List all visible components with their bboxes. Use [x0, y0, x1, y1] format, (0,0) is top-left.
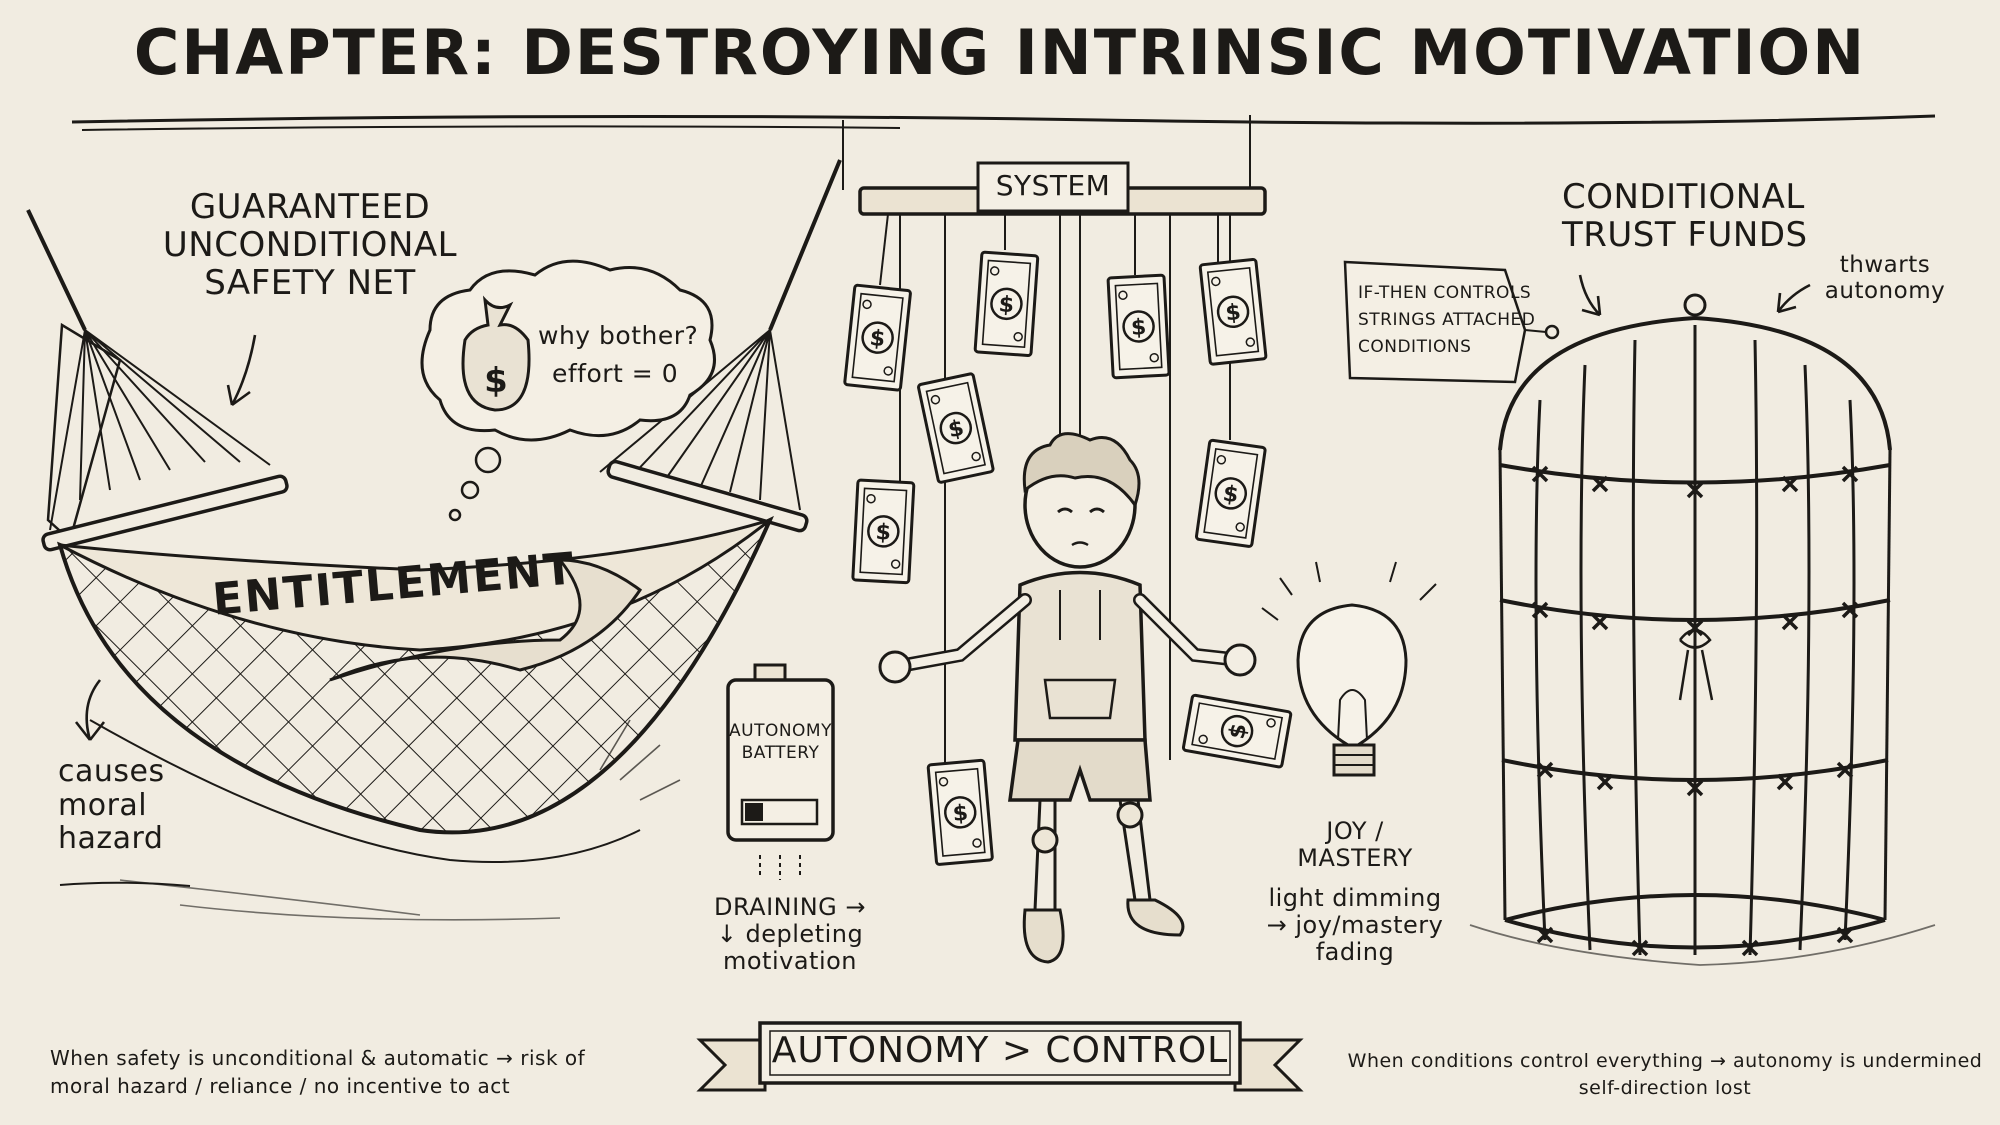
dollar-bill-icon — [916, 371, 996, 485]
note-line: causes — [58, 754, 165, 789]
banner-ribbon — [696, 1021, 1304, 1092]
draining-line: motivation — [722, 946, 858, 975]
battery-label-line: BATTERY — [741, 743, 820, 764]
dollar-bill-icon — [851, 478, 916, 585]
thwarts-note: thwarts autonomy — [1815, 252, 1955, 305]
system-label: SYSTEM — [995, 169, 1111, 202]
footer-line: moral hazard / reliance / no incentive t… — [50, 1074, 511, 1098]
heading-line: GUARANTEED — [189, 187, 431, 227]
svg-text:$: $ — [484, 361, 508, 401]
heading-line: TRUST FUNDS — [1562, 215, 1808, 256]
tag-line: IF-THEN CONTROLS — [1358, 283, 1532, 303]
trust-funds-heading: CONDITIONAL TRUST FUNDS — [1562, 178, 1808, 254]
conditions-tag — [1343, 260, 1560, 384]
conditions-tag-text: IF-THEN CONTROLS STRINGS ATTACHED CONDIT… — [1358, 280, 1535, 362]
bulb-note-line: fading — [1315, 937, 1395, 966]
thought-line-1: why bother? — [538, 321, 699, 350]
safety-net-heading: GUARANTEED UNCONDITIONAL SAFETY NET — [140, 188, 480, 302]
joy-mastery-label: JOY / MASTERY — [1270, 818, 1440, 872]
dollar-bill-icon — [1198, 257, 1268, 366]
bulb-note: light dimming → joy/mastery fading — [1255, 885, 1455, 966]
dollar-bill-icon — [973, 250, 1040, 358]
heading-line: CONDITIONAL — [1562, 177, 1805, 217]
footer-line: self-direction lost — [1578, 1076, 1752, 1099]
note-line: autonomy — [1824, 277, 1946, 304]
heading-line: UNCONDITIONAL — [162, 225, 458, 266]
heading-line: SAFETY NET — [204, 263, 416, 304]
joy-label-line: JOY / — [1326, 817, 1384, 845]
tag-line: CONDITIONS — [1358, 337, 1472, 358]
dollar-bill-icon — [926, 758, 995, 867]
note-line: hazard — [58, 821, 164, 857]
dollar-bill-icon — [1106, 273, 1171, 380]
battery-label-line: AUTONOMY — [729, 721, 832, 741]
note-line: moral — [58, 787, 148, 823]
draining-line: ↓ depleting — [716, 919, 864, 948]
joy-label-line: MASTERY — [1297, 843, 1413, 872]
hammock-icon — [26, 159, 842, 921]
tag-line: STRINGS ATTACHED — [1358, 310, 1536, 331]
system-crossbar — [842, 115, 1267, 216]
dollar-bill-icon — [843, 283, 913, 392]
cage-icon — [1469, 293, 1936, 966]
footer-right-note: When conditions control everything → aut… — [1345, 1048, 1985, 1101]
bulb-note-line: light dimming — [1268, 884, 1442, 912]
battery-icon — [726, 663, 835, 880]
dollar-bill-icon — [1194, 438, 1267, 549]
footer-left-note: When safety is unconditional & automatic… — [50, 1044, 585, 1100]
battery-label: AUTONOMY BATTERY — [728, 720, 833, 764]
draining-line: DRAINING → — [714, 893, 866, 921]
puppet-child-icon — [878, 432, 1257, 964]
draining-note: DRAINING → ↓ depleting motivation — [700, 894, 880, 975]
note-line: thwarts — [1839, 252, 1931, 278]
bulb-note-line: → joy/mastery — [1266, 910, 1444, 939]
footer-line: When safety is unconditional & automatic… — [50, 1046, 586, 1070]
moral-hazard-note: causes moral hazard — [58, 755, 165, 856]
puppet-strings — [879, 213, 1231, 800]
page-title: CHAPTER: DESTROYING INTRINSIC MOTIVATION — [133, 16, 1867, 89]
money-bag-icon: $ — [461, 295, 531, 412]
dollar-bill-icon — [1181, 693, 1293, 769]
banner-label: AUTONOMY > CONTROL — [771, 1030, 1229, 1071]
footer-line: When conditions control everything → aut… — [1347, 1050, 1983, 1072]
light-bulb-icon — [1261, 561, 1437, 777]
thought-line-2: effort = 0 — [552, 359, 679, 388]
